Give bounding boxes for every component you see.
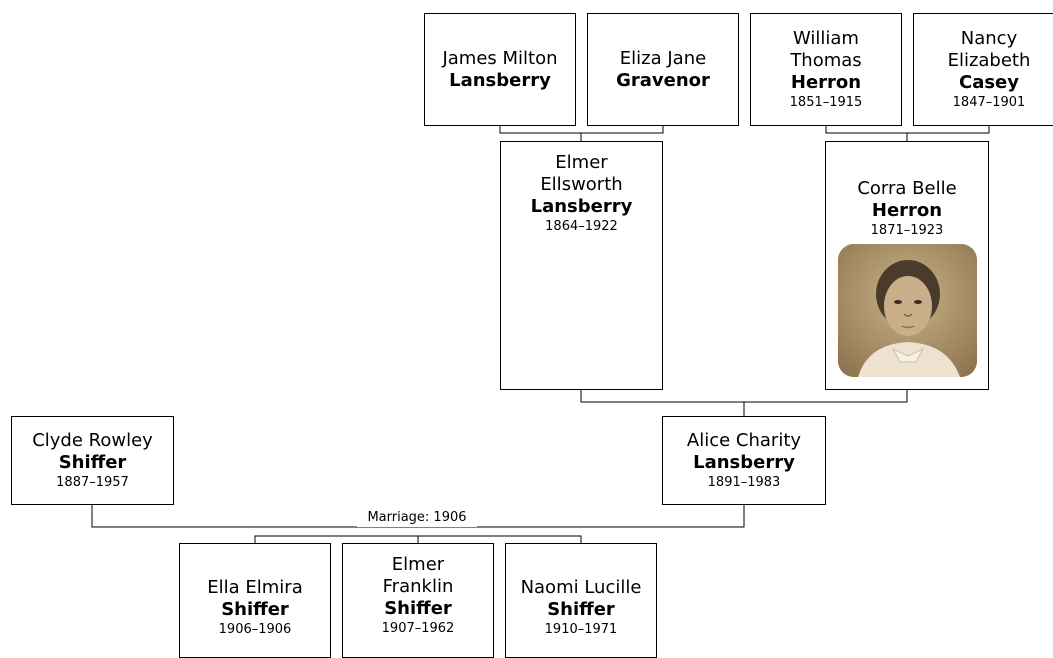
given-name-first: Elmer [555,152,608,173]
person-james-milton-lansberry[interactable]: James Milton Lansberry [424,13,576,126]
given-name: Alice Charity [686,429,802,451]
life-dates: 1891–1983 [707,474,781,490]
connector-lansberry-grandparents [499,125,664,134]
person-clyde-rowley-shiffer[interactable]: Clyde Rowley Shiffer 1887–1957 [11,416,174,505]
surname: Shiffer [221,599,289,620]
given-name: James Milton [442,47,558,69]
person-alice-charity-lansberry[interactable]: Alice Charity Lansberry 1891–1983 [662,416,826,505]
connector-alice-parents [580,389,908,403]
life-dates: 1910–1971 [544,622,618,637]
person-elmer-franklin-shiffer[interactable]: Elmer Franklin Shiffer 1907–1962 [342,543,494,658]
life-dates: 1887–1957 [56,474,129,490]
given-name-first: William [793,27,859,49]
connector-marriage [91,504,745,528]
given-name-second: Thomas [790,49,862,71]
given-name: Clyde Rowley [32,429,153,451]
person-corra-belle-herron[interactable]: Corra Belle Herron 1871–1923 [825,141,989,390]
life-dates: 1907–1962 [381,621,455,636]
surname: Lansberry [693,451,795,473]
person-eliza-jane-gravenor[interactable]: Eliza Jane Gravenor [587,13,739,126]
surname: Lansberry [449,69,551,91]
surname: Lansberry [530,196,633,217]
surname: Casey [958,71,1019,93]
surname: Shiffer [384,598,452,619]
person-nancy-elizabeth-casey[interactable]: Nancy Elizabeth Casey 1847–1901 [913,13,1053,126]
life-dates: 1847–1901 [952,94,1026,110]
surname: Shiffer [547,599,615,620]
life-dates: 1851–1915 [789,94,863,110]
given-name: Eliza Jane [619,47,707,69]
surname: Shiffer [58,451,127,473]
given-name: Corra Belle [857,178,957,199]
connector-herron-grandparents [825,125,990,134]
life-dates: 1864–1922 [545,219,618,234]
portrait-photo [837,244,977,377]
person-ella-elmira-shiffer[interactable]: Ella Elmira Shiffer 1906–1906 [179,543,331,658]
person-naomi-lucille-shiffer[interactable]: Naomi Lucille Shiffer 1910–1971 [505,543,657,658]
surname: Herron [790,71,862,93]
given-name-first: Elmer [391,554,445,575]
life-dates: 1871–1923 [870,223,944,238]
given-name-first: Nancy [960,27,1018,49]
given-name-second: Ellsworth [540,174,623,195]
marriage-label: Marriage: 1906 [357,509,477,527]
given-name: Ella Elmira [207,577,303,598]
person-william-thomas-herron[interactable]: William Thomas Herron 1851–1915 [750,13,902,126]
surname: Herron [871,200,943,221]
given-name-second: Franklin [382,576,454,597]
given-name: Naomi Lucille [520,577,642,598]
given-name-second: Elizabeth [947,49,1031,71]
surname: Gravenor [616,69,710,91]
person-elmer-ellsworth-lansberry[interactable]: Elmer Ellsworth Lansberry 1864–1922 [500,141,663,390]
life-dates: 1906–1906 [218,622,292,637]
